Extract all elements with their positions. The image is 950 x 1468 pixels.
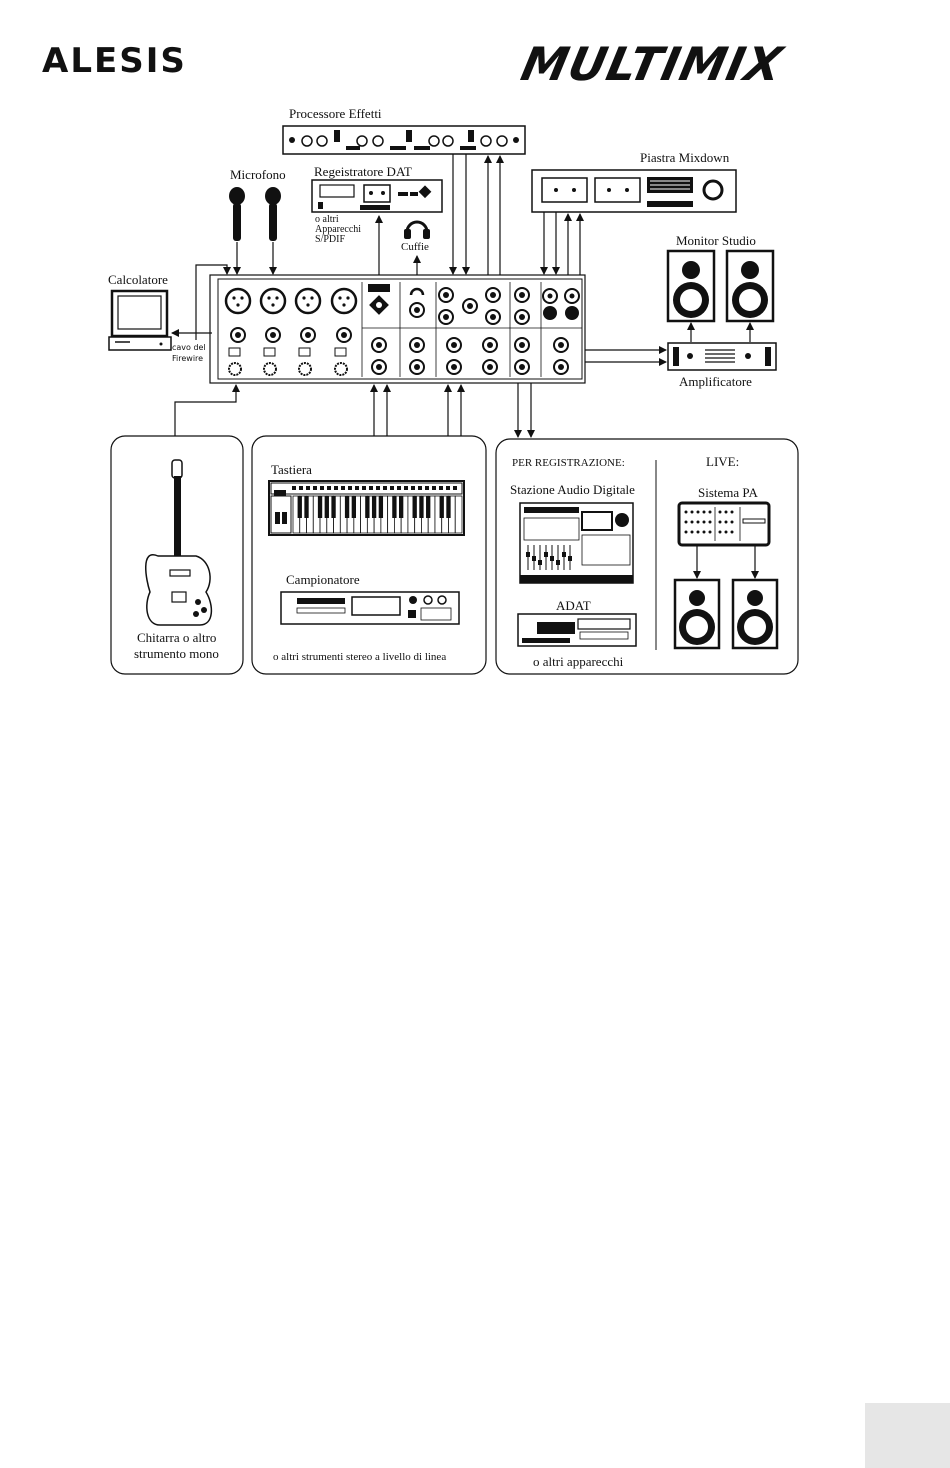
label-for-recording: PER REGISTRAZIONE: [512,457,625,469]
effects-processor [282,125,526,155]
xlr-input-icon [259,287,287,315]
label-guitar-2: strumento mono [134,646,219,661]
multimix-logo: MULTIMIX [517,37,789,90]
guitar-icon [145,459,213,626]
page-tab [865,1403,950,1468]
label-mixdown-deck: Piastra Mixdown [640,150,730,165]
dat-recorder [311,179,443,213]
pa-mixer-icon [677,501,771,547]
daw-icon [519,502,634,584]
label-firewire-1: cavo del [172,343,206,352]
svg-text:MULTIMIX: MULTIMIX [517,37,789,90]
xlr-input-icon [224,287,252,315]
label-effects-processor: Processore Effetti [289,106,382,121]
monitor-speaker [666,249,716,323]
label-pa-system: Sistema PA [698,485,758,500]
gain-knob-icon [334,362,348,376]
pa-speaker [673,578,721,650]
microphone-icon [229,187,245,241]
label-computer: Calcolatore [108,272,168,287]
svg-text:ALESIS: ALESIS [42,41,187,81]
gain-knob-icon [298,362,312,376]
multimix-mixer [209,274,586,384]
keyboard-icon [268,480,465,536]
gain-knob-icon [228,362,242,376]
label-adat: ADAT [556,598,591,613]
microphone-icon [265,187,281,241]
pa-speaker [731,578,779,650]
label-monitor-studio: Monitor Studio [676,233,756,248]
label-spdif-1: o altri [315,214,339,225]
monitor-speaker [725,249,775,323]
label-other-devices: o altri apparecchi [533,654,624,669]
adat-icon [517,613,637,647]
label-guitar-1: Chitarra o altro [137,630,216,645]
label-amplifier: Amplificatore [679,374,752,389]
alesis-logo: ALESIS [42,41,187,81]
gain-knob-icon [263,362,277,376]
label-keyboard: Tastiera [271,462,312,477]
xlr-input-icon [330,287,358,315]
label-daw: Stazione Audio Digitale [510,482,635,497]
label-spdif-2: Apparecchi [315,224,361,235]
label-microphone: Microfono [230,167,286,182]
label-live: LIVE: [706,454,739,469]
label-stereo-note: o altri strumenti stereo a livello di li… [273,651,446,663]
xlr-input-icon [294,287,322,315]
label-sampler: Campionatore [286,572,360,587]
connection-lines [171,154,759,579]
label-headphones: Cuffie [401,241,429,253]
mixdown-deck [531,169,737,213]
sampler-icon [280,591,460,625]
label-firewire-2: Firewire [172,354,203,363]
computer-icon [108,289,172,351]
label-spdif-3: S/PDIF [315,234,345,245]
label-dat-recorder: Regeistratore DAT [314,164,412,179]
headphones-icon [404,220,430,239]
amplifier [667,342,777,371]
